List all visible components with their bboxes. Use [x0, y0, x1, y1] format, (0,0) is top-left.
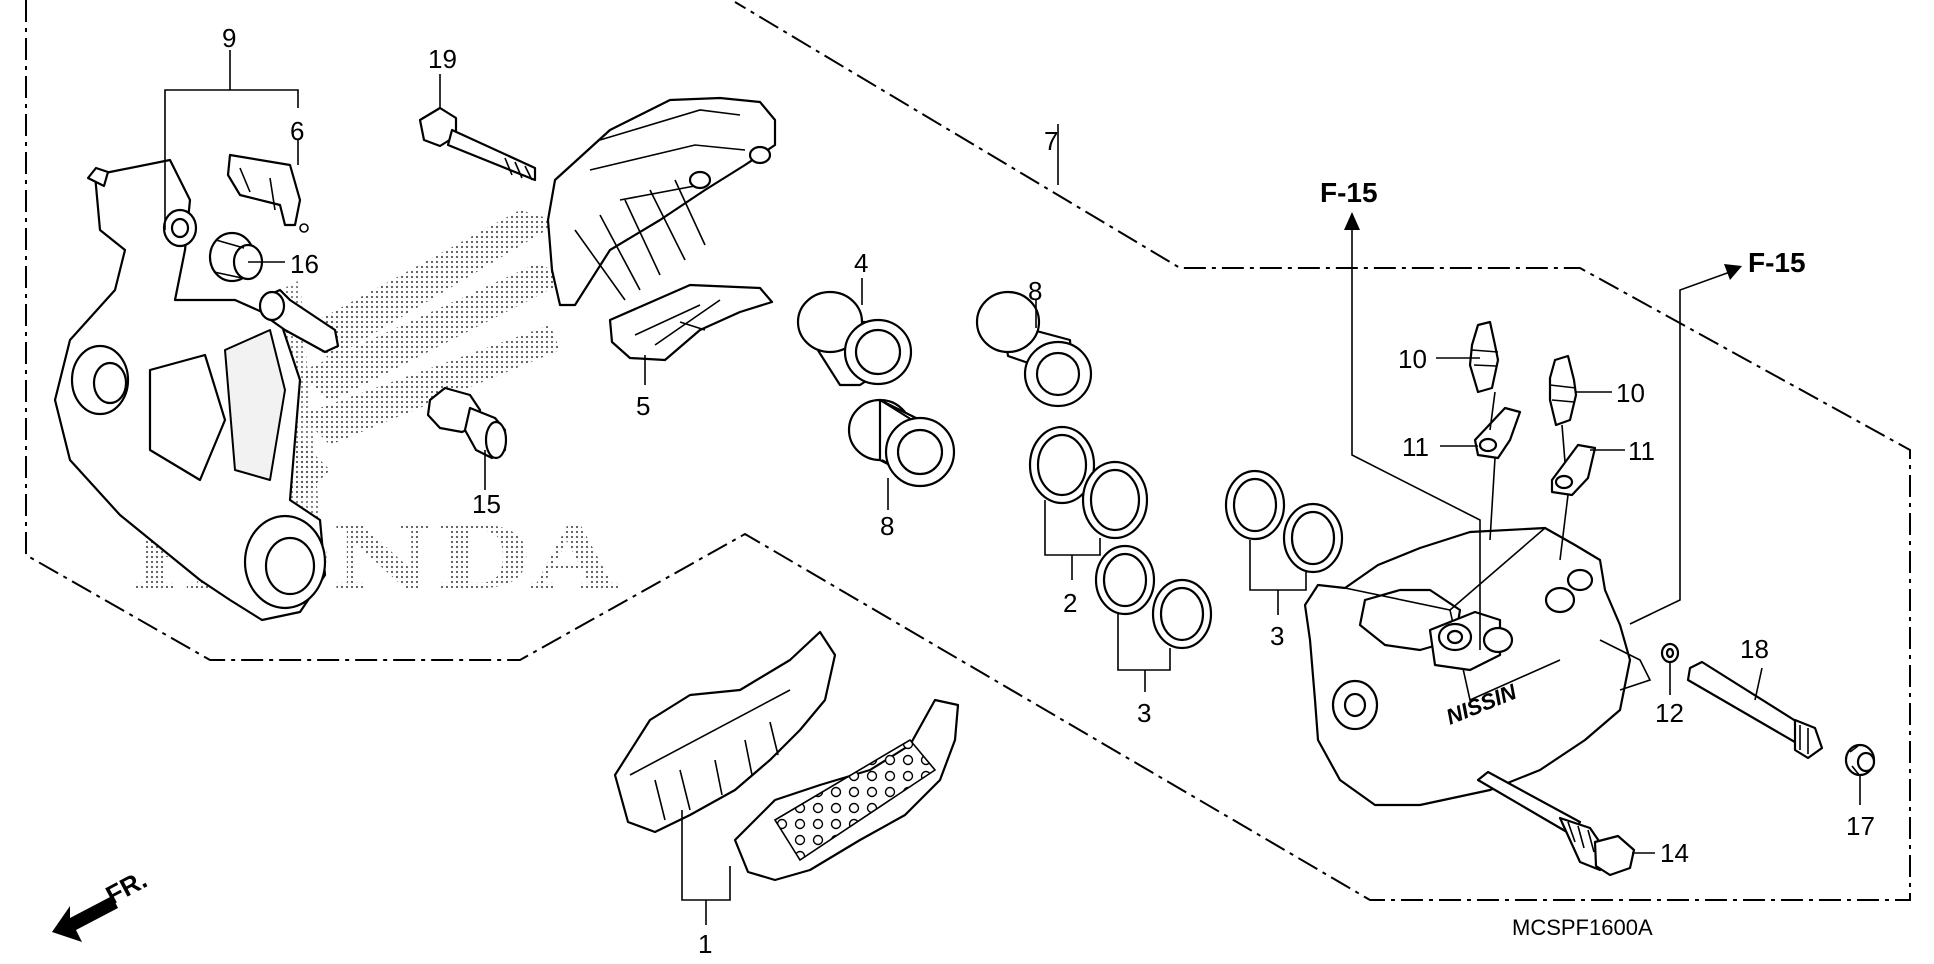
pad-pin-18 — [1686, 660, 1824, 760]
callout-12: 12 — [1655, 698, 1684, 728]
callout-15: 15 — [472, 489, 501, 519]
callout-11-right: 11 — [1628, 436, 1655, 466]
callout-3-right: 3 — [1270, 621, 1284, 651]
pad-retainer-clip — [226, 153, 309, 233]
slide-pin — [258, 288, 340, 354]
callout-4: 4 — [854, 248, 868, 278]
pad-spring — [608, 283, 774, 362]
callout-11-left: 11 — [1402, 432, 1429, 462]
callout-5: 5 — [636, 391, 650, 421]
piston-4 — [796, 290, 913, 387]
bleeder-valve-left — [1468, 320, 1500, 394]
reference-f15-top: F-15 — [1320, 177, 1378, 208]
leader-10b-part — [1561, 424, 1566, 463]
callout-17: 17 — [1846, 811, 1875, 841]
callouts: 9 6 16 19 7 15 5 4 8 8 2 3 3 1 10 10 11 … — [222, 23, 1875, 959]
bleeder-valve-right — [1548, 354, 1578, 427]
callout-8-lower: 8 — [880, 511, 894, 541]
callout-16: 16 — [290, 249, 319, 279]
reference-arrow-icon — [1344, 212, 1360, 230]
plug-17 — [1844, 743, 1876, 777]
front-direction-marker: FR. — [52, 864, 152, 942]
callout-8-upper: 8 — [1028, 276, 1042, 306]
callout-19: 19 — [428, 44, 457, 74]
caliper-body: NISSIN — [1303, 526, 1652, 807]
caliper-bracket — [53, 158, 327, 622]
mounting-bolt-14 — [1476, 770, 1636, 877]
caliper-carrier-upper — [546, 96, 777, 307]
assembly-boundary — [25, 0, 1911, 901]
reference-arrow-icon — [1724, 264, 1742, 280]
brake-pad-front — [613, 630, 837, 834]
bleeder-cap-left — [1473, 406, 1522, 460]
front-arrow-icon — [52, 896, 118, 942]
brake-pad-rear — [733, 698, 960, 882]
reference-lines — [1344, 212, 1742, 650]
washer-12 — [1660, 642, 1680, 664]
reference-f15-right: F-15 — [1748, 247, 1806, 278]
pivot-bolt — [426, 386, 508, 460]
caliper-bolt — [418, 106, 537, 182]
callout-10-right: 10 — [1616, 378, 1645, 408]
seal-set-3-lower — [1094, 544, 1213, 650]
leader-11a-part — [1489, 457, 1496, 541]
callout-6: 6 — [290, 116, 304, 146]
leader-10a-part — [1489, 391, 1496, 431]
callout-1: 1 — [698, 929, 712, 959]
callout-18: 18 — [1740, 634, 1769, 664]
callout-2: 2 — [1063, 588, 1077, 618]
bleeder-cap-right — [1550, 443, 1597, 497]
callout-9: 9 — [222, 23, 236, 53]
seal-set-3-right — [1224, 469, 1344, 574]
callout-14: 14 — [1660, 838, 1689, 868]
leader-11b-part — [1559, 494, 1569, 561]
callout-10-left: 10 — [1398, 344, 1427, 374]
leader-lines — [164, 50, 1861, 925]
pin-boot — [208, 231, 264, 283]
callout-7: 7 — [1044, 126, 1058, 156]
seal-set-2 — [1028, 425, 1149, 540]
callout-3-left: 3 — [1137, 698, 1151, 728]
diagram-code: MCSPF1600A — [1512, 915, 1653, 940]
piston-8-upper — [975, 290, 1093, 408]
piston-8-lower — [847, 398, 956, 488]
